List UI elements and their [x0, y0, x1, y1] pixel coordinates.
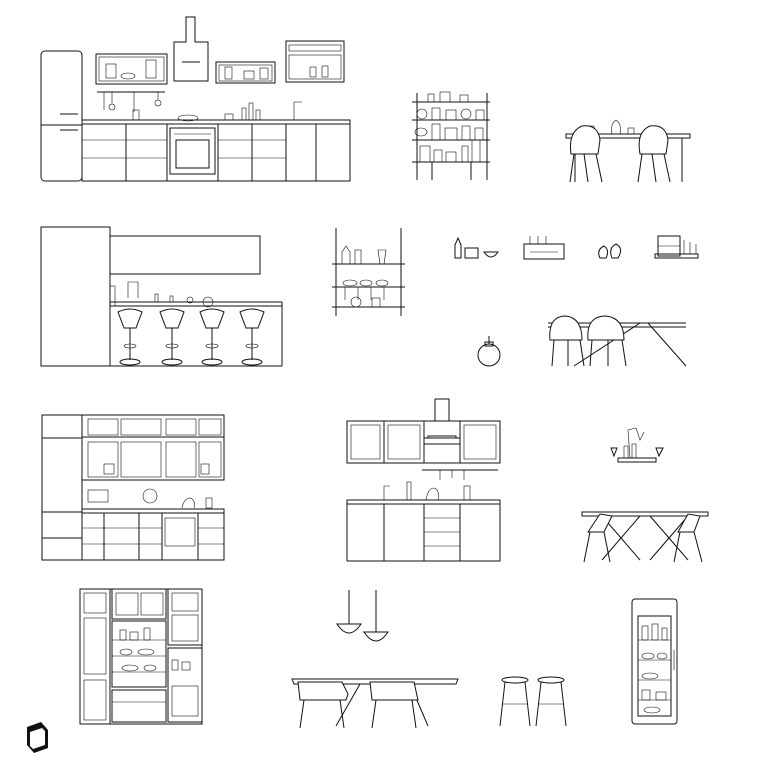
kitchen-island-bar-stools — [40, 226, 283, 367]
dining-table-shell-chairs — [565, 119, 691, 183]
pendant-globe-lamp — [477, 336, 501, 367]
hanging-rope-shelf — [332, 228, 405, 316]
pantry-cabinet — [79, 588, 203, 725]
bottles-and-bowl — [454, 236, 499, 259]
dining-table-chairs — [291, 678, 459, 729]
open-shelf-unit — [412, 91, 490, 180]
dining-table-tub-chairs — [548, 315, 687, 367]
kitchen-elevation-hood — [346, 398, 501, 562]
dish-rack — [523, 236, 565, 260]
wall-shelf-with-glasses — [610, 427, 664, 463]
kitchen-elevation-fridge-oven — [40, 16, 351, 182]
brand-logo-icon — [27, 722, 48, 753]
jars-and-utensils — [654, 235, 699, 259]
vases — [598, 243, 622, 259]
kitchen-elevation-glass-cabinets — [41, 414, 225, 561]
dining-table-cross-legs — [581, 511, 709, 563]
bar-stools — [499, 676, 567, 727]
pendant-lamps-pair — [336, 590, 389, 642]
wine-refrigerator — [631, 598, 678, 725]
